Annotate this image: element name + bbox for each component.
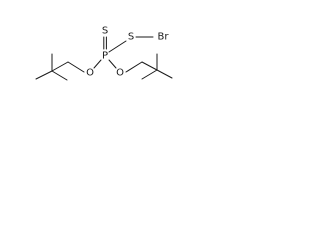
thioester-sulfur-atom-label: S — [128, 32, 134, 43]
p-o-left-bond — [93, 59, 102, 69]
oxygen-right-atom-label: O — [116, 68, 124, 79]
p-s-single-bond — [108, 40, 127, 53]
right-neopentyl-group — [125, 53, 173, 80]
oxygen-left-atom-label: O — [86, 68, 94, 79]
p-s-double-bond — [103, 36, 107, 50]
chemical-structure: P S S Br O O — [35, 26, 173, 81]
p-o-right-bond — [108, 59, 117, 69]
left-neopentyl-group — [35, 53, 85, 81]
thione-sulfur-atom-label: S — [102, 26, 108, 37]
bromine-atom-label: Br — [158, 32, 170, 43]
phosphorus-atom-label: P — [102, 51, 108, 62]
